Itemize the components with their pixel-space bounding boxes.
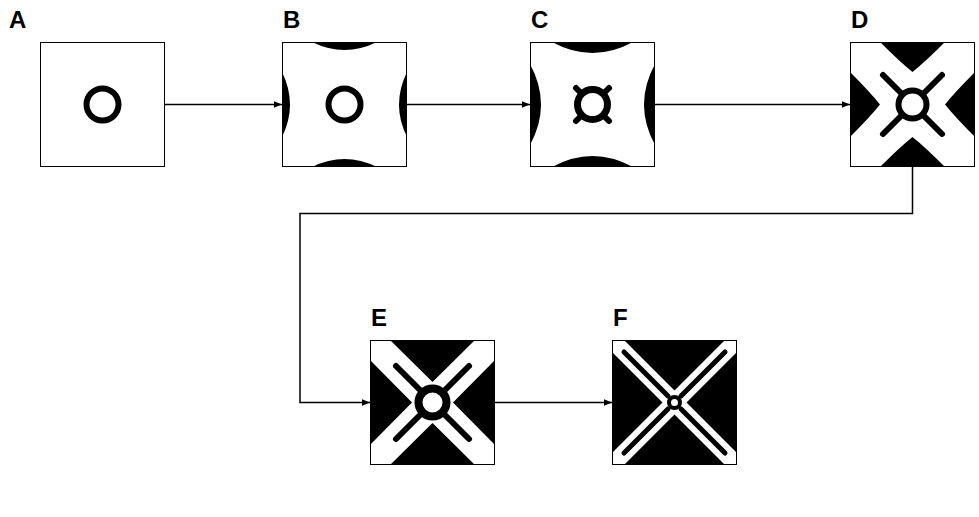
panel-pattern [850,42,975,167]
panel-pattern [612,340,737,465]
panel-pattern [370,340,495,465]
sequence-arrow [495,402,612,404]
panel-pattern [87,89,119,121]
panel-frame: B [282,42,407,167]
sequence-arrow [655,104,850,106]
panel-letter: A [9,7,26,33]
panel-frame: C [530,42,655,167]
sequence-arrow [165,104,282,106]
sequence-arrow [300,167,913,403]
panel-frame: D [850,42,975,167]
panel-letter: E [371,305,387,331]
panel-letter: F [613,305,628,331]
panel-frame: F [612,340,737,465]
panel-frame: E [370,340,495,465]
panel-frame: A [40,42,165,167]
panel-letter: D [851,7,868,33]
panel-pattern [530,42,655,167]
sequence-arrow [407,104,530,106]
panel-letter: B [283,7,300,33]
panel-letter: C [531,7,548,33]
panel-pattern [282,42,407,167]
